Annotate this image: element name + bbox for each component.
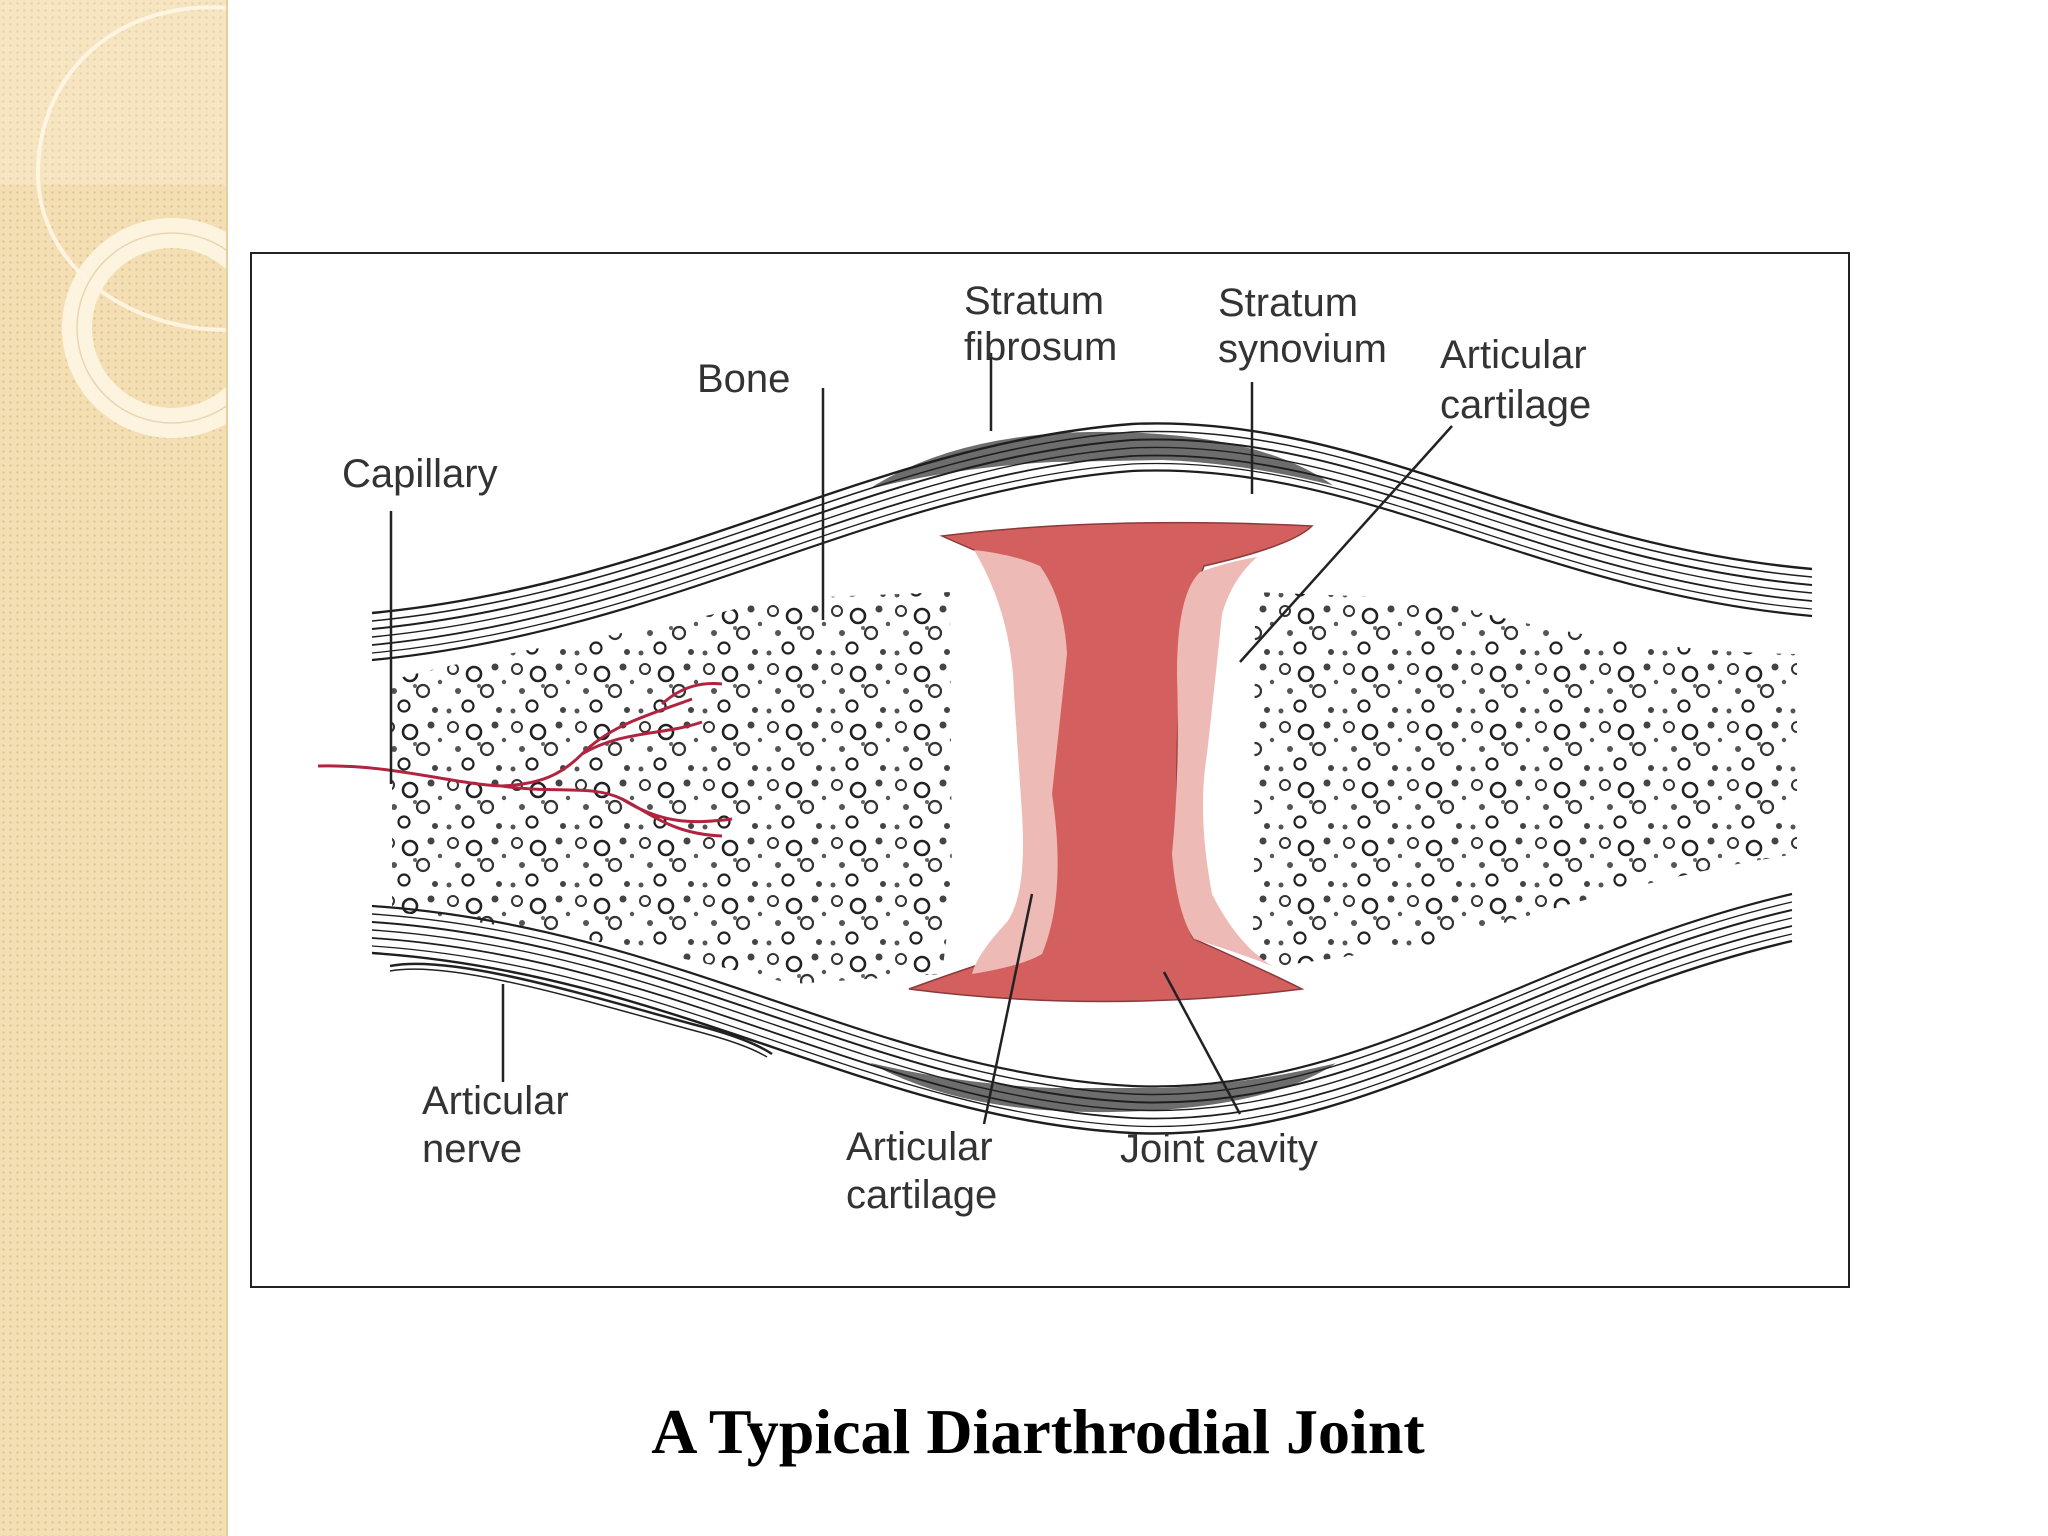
right-bone xyxy=(1252,592,1797,970)
label-capillary: Capillary xyxy=(342,452,498,496)
slide-caption: A Typical Diarthrodial Joint xyxy=(651,1396,1425,1467)
left-bone xyxy=(392,592,952,984)
label-leader-lines xyxy=(389,353,1453,1125)
capillary-vessels xyxy=(317,682,733,838)
left-articular-cartilage xyxy=(972,550,1067,974)
right-articular-cartilage xyxy=(1172,557,1272,966)
lower-capsule-fibers xyxy=(371,892,1793,1135)
articular-nerve xyxy=(389,962,773,1056)
label-bone: Bone xyxy=(697,357,790,401)
side-panel-edge xyxy=(226,0,228,1536)
side-decor-panel xyxy=(0,0,228,1536)
label-joint-cavity: Joint cavity xyxy=(1120,1127,1318,1171)
upper-capsule-fibers xyxy=(371,422,1813,662)
ring-ornament xyxy=(0,0,228,438)
